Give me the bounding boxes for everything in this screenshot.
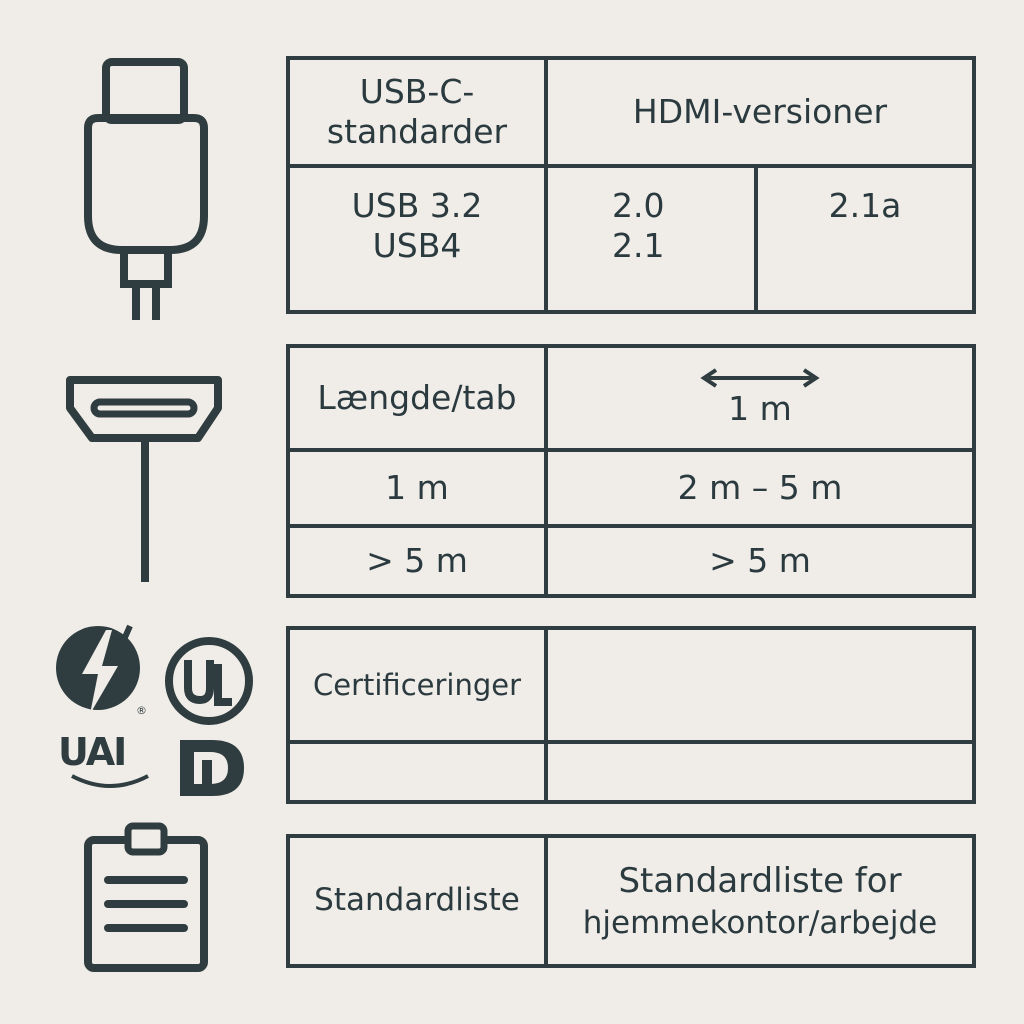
certifications-label: Certificeringer [286, 626, 548, 744]
standard-list-value-line1: Standardliste for [618, 860, 902, 901]
usb-version-item: USB4 [372, 225, 462, 265]
usb-c-header-line2: standarder [326, 112, 508, 151]
length-table: Længde/tab 1 m 1 m 2 m – 5 m > 5 m > 5 m [286, 344, 976, 598]
standard-list-value: Standardliste for hjemmekontor/arbejde [544, 834, 976, 968]
certifications-empty-cell [286, 740, 548, 804]
usb-versions-cell: USB 3.2 USB4 [286, 164, 548, 314]
usb-c-standards-header: USB-C- standarder [286, 56, 548, 168]
length-header-label: Længde/tab [286, 344, 548, 452]
displayport-logo-icon [178, 738, 248, 798]
uai-logo-text: UAI [58, 730, 127, 774]
usb-version-item: USB 3.2 [351, 186, 483, 225]
standard-list-value-line2: hjemmekontor/arbejde [582, 904, 938, 941]
length-row-left: > 5 m [286, 524, 548, 598]
length-row-left: 1 m [286, 448, 548, 528]
hdmi-version-item: 2.1 [612, 225, 665, 265]
hdmi-versions-header: HDMI-versioner [544, 56, 976, 168]
ul-certification-logo-icon [164, 636, 254, 726]
length-row-right: 2 m – 5 m [544, 448, 976, 528]
hdmi-version-item: 2.1a [828, 186, 902, 225]
uai-logo-swoosh-icon [70, 772, 150, 792]
standard-list-table: Standardliste Standardliste for hjemmeko… [286, 834, 976, 968]
certifications-empty-cell [544, 740, 976, 804]
usb-c-header-line1: USB-C- [359, 72, 475, 112]
standards-table: USB-C- standarder HDMI-versioner USB 3.2… [286, 56, 976, 314]
certifications-value-cell [544, 626, 976, 744]
usb-c-plug-icon [84, 58, 208, 324]
thunderbolt-logo-icon: ® [52, 622, 152, 722]
standard-list-label: Standardliste [286, 834, 548, 968]
length-header-arrow-cell: 1 m [544, 344, 976, 452]
double-arrow-icon [700, 368, 820, 388]
certifications-table: Certificeringer [286, 626, 976, 804]
hdmi-versions-cell-a: 2.0 2.1 [544, 164, 758, 314]
clipboard-checklist-icon [84, 822, 208, 972]
uai-logo-icon: UAI [58, 730, 127, 774]
hdmi-versions-cell-b: 2.1a [754, 164, 976, 314]
length-row-right: > 5 m [544, 524, 976, 598]
registered-mark: ® [136, 704, 147, 717]
length-header-arrow-label: 1 m [728, 389, 792, 429]
hdmi-plug-icon [66, 376, 224, 586]
hdmi-version-item: 2.0 [612, 186, 665, 225]
